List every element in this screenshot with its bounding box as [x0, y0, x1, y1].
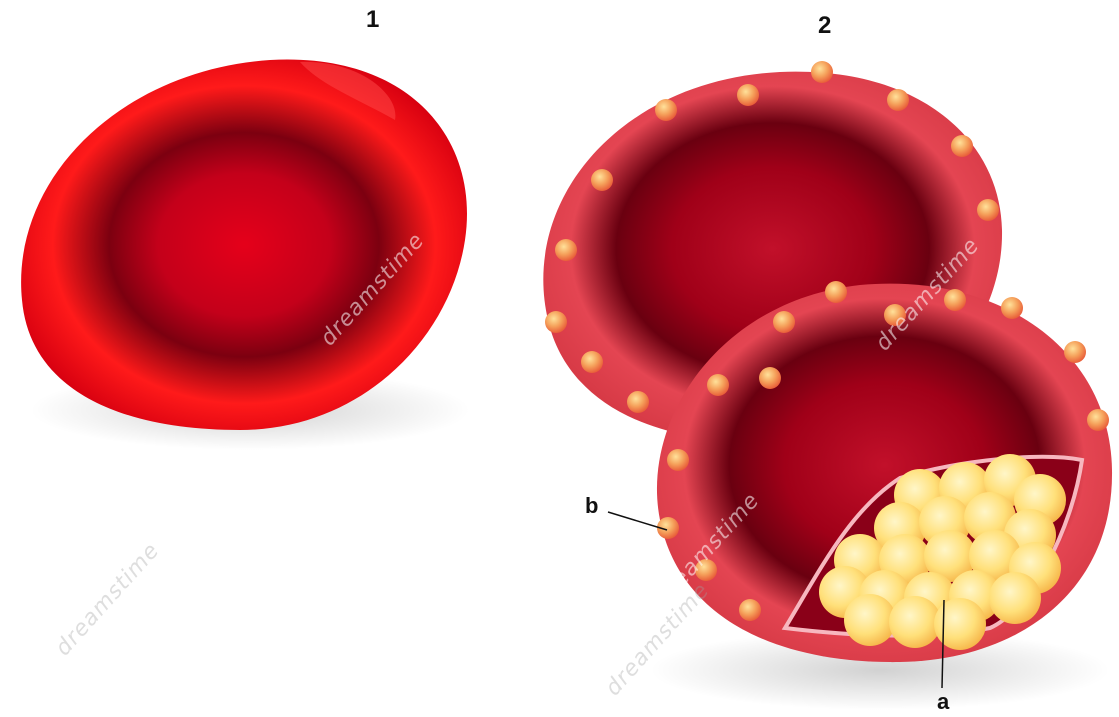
membrane-bump — [1064, 341, 1086, 363]
hemoglobin-globule — [889, 596, 941, 648]
hemoglobin-globule — [934, 598, 986, 650]
membrane-bump — [737, 84, 759, 106]
membrane-bump — [977, 199, 999, 221]
membrane-bump — [951, 135, 973, 157]
label-cell-2: 2 — [818, 14, 831, 38]
membrane-bump — [667, 449, 689, 471]
hemoglobin-globule — [844, 594, 896, 646]
membrane-bump — [739, 599, 761, 621]
membrane-bump — [627, 391, 649, 413]
membrane-bump — [887, 89, 909, 111]
label-a: a — [937, 691, 949, 713]
membrane-bump — [655, 99, 677, 121]
membrane-bump — [811, 61, 833, 83]
membrane-bump — [1087, 409, 1109, 431]
membrane-bump — [825, 281, 847, 303]
membrane-bump — [773, 311, 795, 333]
membrane-bump — [545, 311, 567, 333]
membrane-bump — [1001, 297, 1023, 319]
membrane-bump — [591, 169, 613, 191]
membrane-bump — [581, 351, 603, 373]
membrane-bump — [944, 289, 966, 311]
label-b: b — [585, 495, 598, 517]
pointer-b-line — [608, 512, 667, 530]
label-cell-1: 1 — [366, 8, 379, 32]
membrane-bump — [707, 374, 729, 396]
membrane-bump — [555, 239, 577, 261]
hemoglobin-globule — [989, 572, 1041, 624]
membrane-bump — [759, 367, 781, 389]
